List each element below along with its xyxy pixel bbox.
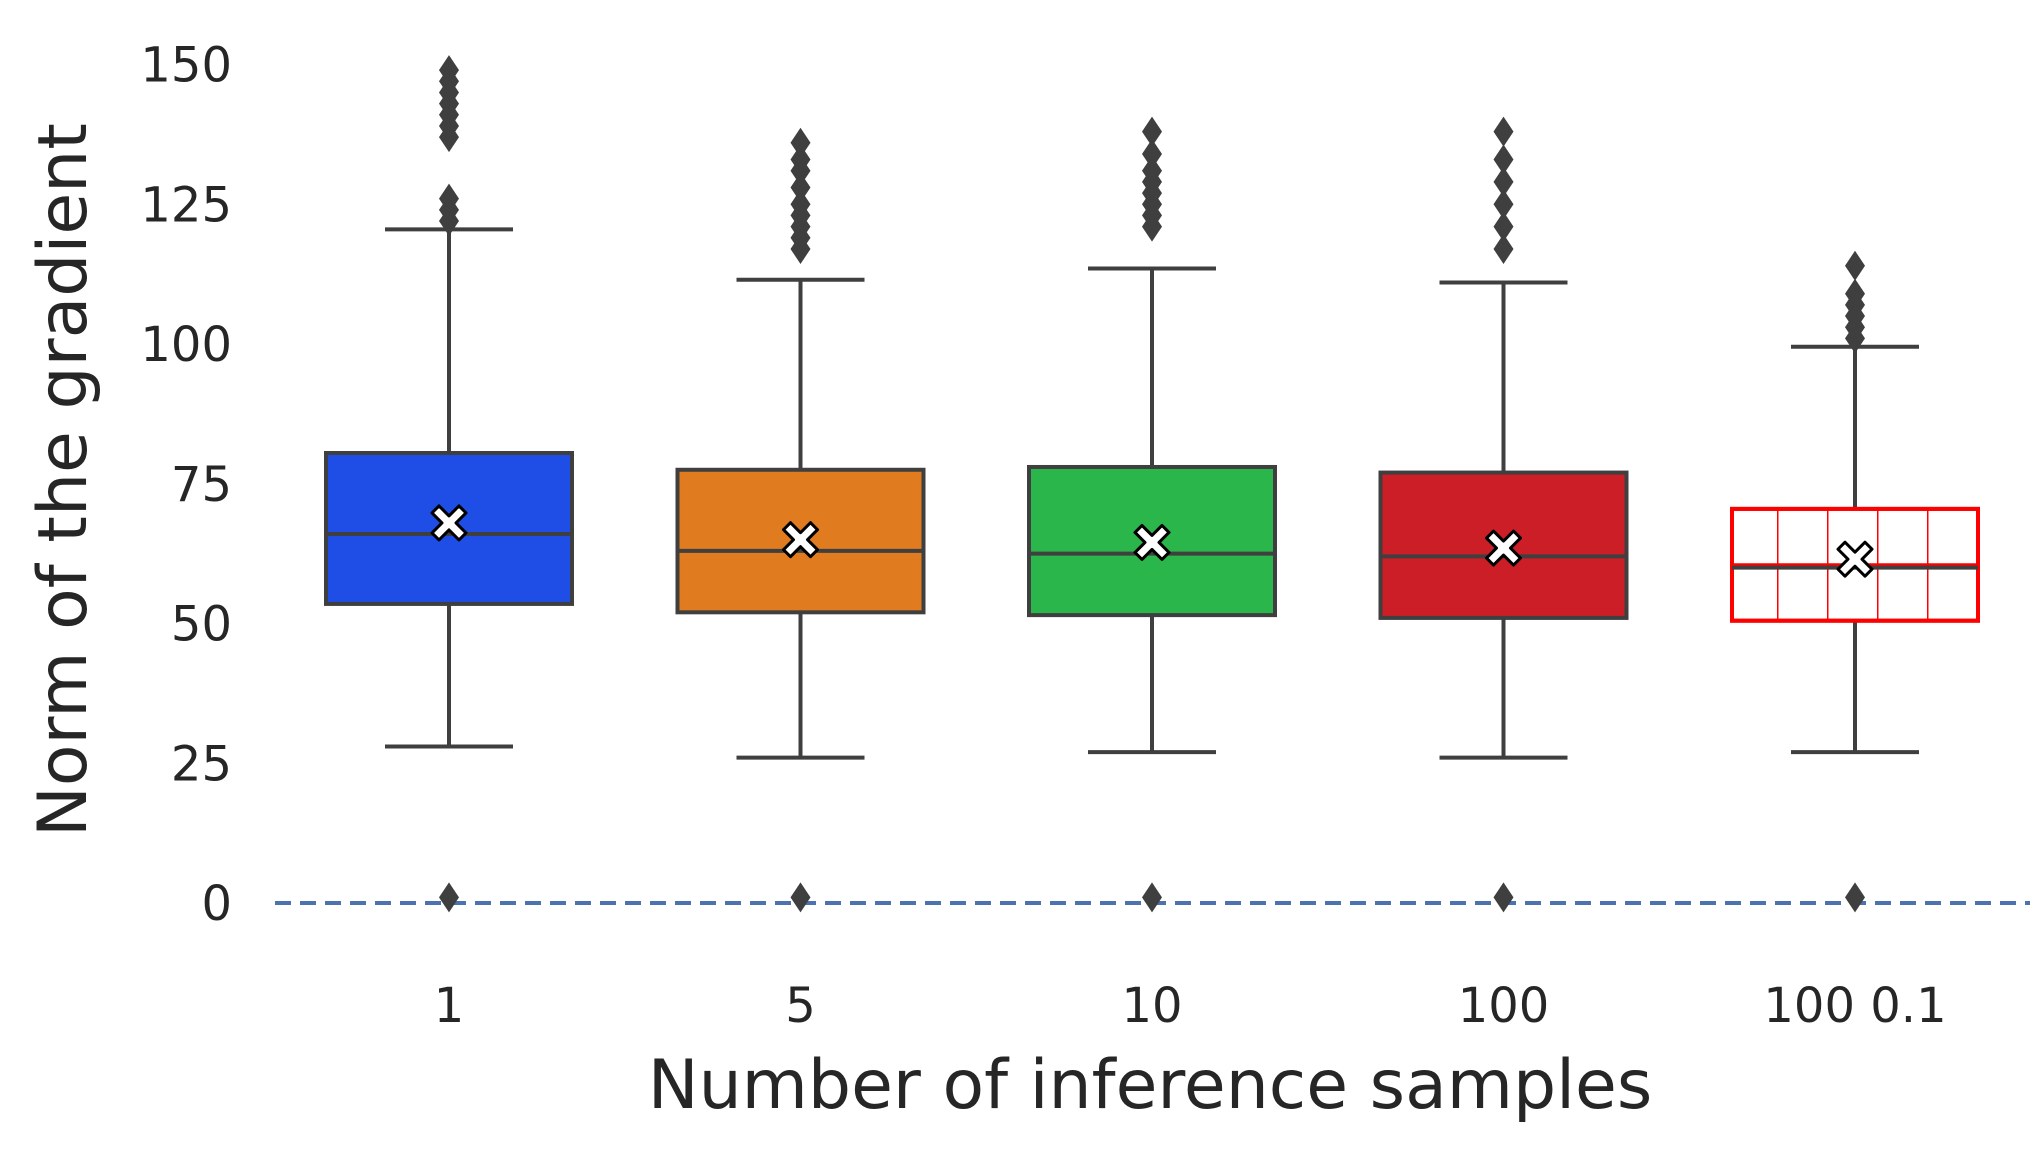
outlier-marker <box>439 183 459 214</box>
y-tick-label: 25 <box>171 736 232 792</box>
iqr-box <box>675 467 926 615</box>
y-tick-label: 125 <box>140 177 232 233</box>
y-axis-ticks: 0 25 50 75 100 125 150 <box>140 38 232 933</box>
outlier-marker <box>1845 882 1865 913</box>
y-axis-title: Norm of the gradient <box>24 123 103 837</box>
outlier-marker <box>1142 155 1162 186</box>
mean-marker <box>782 521 819 559</box>
y-tick-label: 150 <box>140 38 232 94</box>
box-group <box>675 127 926 913</box>
y-tick-label: 0 <box>201 876 232 932</box>
outlier-marker <box>1493 211 1514 242</box>
outlier-marker <box>1845 250 1865 281</box>
outlier-marker <box>1142 116 1162 147</box>
box-group <box>1378 116 1629 913</box>
outlier-marker <box>790 882 811 913</box>
outlier-marker <box>790 189 811 220</box>
box-group <box>1027 116 1277 913</box>
outlier-marker <box>790 127 811 158</box>
y-tick-label: 75 <box>171 457 232 513</box>
plot-area <box>275 55 2030 913</box>
outlier-marker <box>1142 882 1162 913</box>
x-axis-title: Number of inference samples <box>648 1046 1653 1125</box>
x-tick-label: 100 0.1 <box>1763 978 1946 1034</box>
x-axis-ticks: 1 5 10 100 100 0.1 <box>434 978 1947 1034</box>
outlier-marker <box>1142 138 1162 169</box>
x-tick-label: 1 <box>434 978 465 1034</box>
outlier-marker <box>1493 166 1514 197</box>
outlier-marker <box>790 172 811 203</box>
outlier-marker <box>1493 144 1514 175</box>
mean-marker <box>1133 523 1171 561</box>
y-tick-label: 100 <box>140 317 232 373</box>
y-tick-label: 50 <box>171 597 232 653</box>
outlier-marker <box>439 882 459 913</box>
x-tick-label: 10 <box>1121 978 1182 1034</box>
mean-marker <box>430 504 468 542</box>
mean-marker <box>1485 529 1522 567</box>
outlier-marker <box>1493 882 1514 913</box>
outlier-marker <box>790 144 811 175</box>
box-group <box>1730 250 1980 913</box>
outlier-marker <box>1493 189 1514 220</box>
box-group <box>324 55 574 913</box>
outlier-marker <box>1493 116 1514 147</box>
outlier-marker <box>1845 278 1865 309</box>
iqr-box-outline <box>1730 506 1980 623</box>
mean-marker <box>1836 540 1874 578</box>
x-tick-label: 100 <box>1458 978 1550 1034</box>
x-tick-label: 5 <box>785 978 816 1034</box>
outlier-marker <box>1493 233 1514 264</box>
outlier-marker <box>439 55 459 86</box>
